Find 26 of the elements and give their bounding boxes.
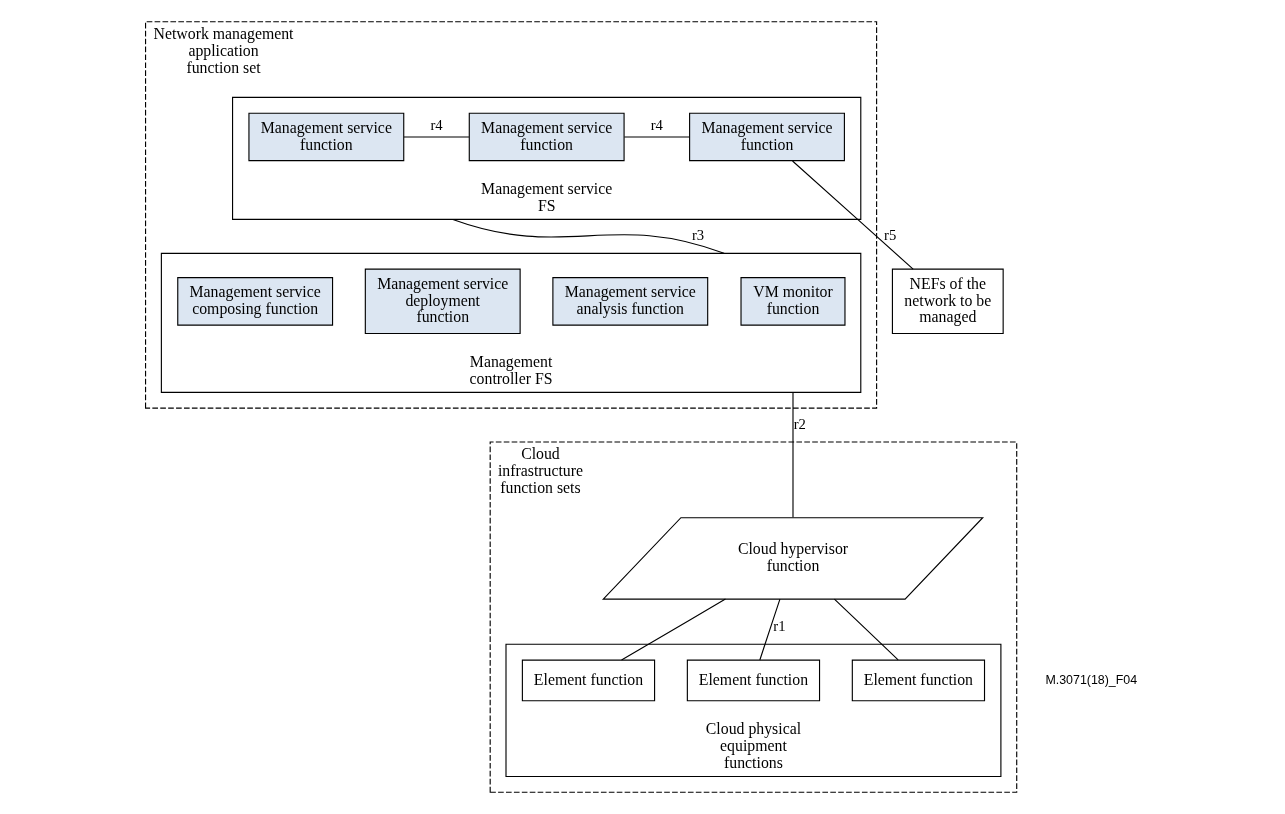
- node-box: Management service analysis function: [551, 277, 708, 326]
- connector: [758, 598, 780, 661]
- node-box: Element function: [851, 659, 985, 702]
- edge-label: r2: [793, 415, 806, 432]
- node-box: Management service function: [247, 112, 404, 162]
- node-box: NEFs of the network to be managed: [891, 268, 1004, 335]
- connector: [833, 598, 899, 661]
- connector: [623, 136, 690, 138]
- node-box: Element function: [521, 659, 655, 702]
- node-box: Management service function: [468, 112, 625, 162]
- connector: [402, 136, 469, 138]
- node-box: Management service function: [688, 112, 845, 162]
- node-box: VM monitor function: [739, 277, 846, 326]
- edge-label: r4: [650, 116, 663, 133]
- node-box: Management service deployment function: [364, 268, 521, 335]
- connector: [791, 391, 794, 518]
- edge-label: r5: [883, 227, 896, 244]
- label: M.3071(18)_F04: [1044, 672, 1137, 687]
- connector: [791, 160, 914, 270]
- connector: [620, 598, 726, 661]
- edge-label: r4: [429, 116, 443, 133]
- edge-label: r1: [772, 618, 786, 635]
- node-box: Element function: [686, 659, 820, 702]
- connector: [451, 218, 725, 254]
- node-box: Management service composing function: [176, 277, 333, 326]
- edge-label: r3: [691, 227, 704, 244]
